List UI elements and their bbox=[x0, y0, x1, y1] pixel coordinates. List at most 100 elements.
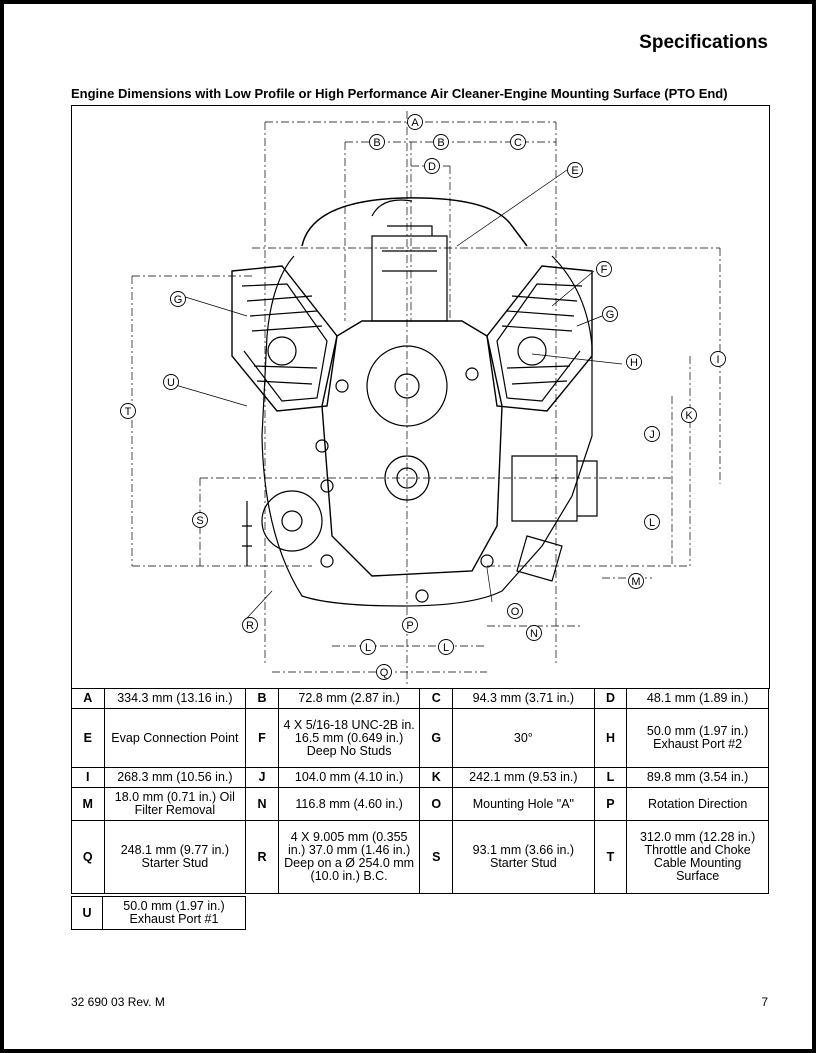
table-row: Q 248.1 mm (9.77 in.) Starter Stud R 4 X… bbox=[71, 820, 769, 894]
spec-key: D bbox=[593, 688, 628, 709]
spec-value: 72.8 mm (2.87 in.) bbox=[277, 688, 421, 709]
spec-value: 312.0 mm (12.28 in.) Throttle and Choke … bbox=[626, 820, 769, 894]
engine-line-drawing: A B B C D E F G G H I J K L L L M NO P Q R S T U bbox=[120, 111, 726, 686]
spec-key: F bbox=[245, 708, 279, 768]
callout-l: L bbox=[360, 639, 376, 655]
callout-h: H bbox=[626, 354, 642, 370]
spec-value: 89.8 mm (3.54 in.) bbox=[626, 767, 769, 788]
table-row: A 334.3 mm (13.16 in.) B 72.8 mm (2.87 i… bbox=[71, 688, 769, 709]
svg-text:N: N bbox=[530, 628, 538, 640]
section-title: Engine Dimensions with Low Profile or Hi… bbox=[71, 86, 728, 101]
callout-l: L bbox=[644, 514, 660, 530]
svg-text:G: G bbox=[174, 294, 183, 306]
callout-e: E bbox=[567, 162, 583, 178]
callout-o: O bbox=[507, 603, 523, 619]
spec-value: 93.1 mm (3.66 in.) Starter Stud bbox=[452, 820, 595, 894]
spec-value: 4 X 5/16-18 UNC-2B in. 16.5 mm (0.649 in… bbox=[277, 708, 421, 768]
spec-key: O bbox=[419, 787, 453, 821]
callout-r: R bbox=[242, 617, 258, 633]
spec-value: 104.0 mm (4.10 in.) bbox=[277, 767, 421, 788]
spec-key: T bbox=[593, 820, 628, 894]
spec-value: 248.1 mm (9.77 in.) Starter Stud bbox=[103, 820, 247, 894]
svg-text:H: H bbox=[630, 357, 638, 369]
svg-text:S: S bbox=[196, 515, 203, 527]
spec-value: Rotation Direction bbox=[626, 787, 769, 821]
svg-text:P: P bbox=[406, 620, 413, 632]
callout-t: T bbox=[120, 403, 136, 419]
spec-value: 18.0 mm (0.71 in.) Oil Filter Removal bbox=[103, 787, 247, 821]
spec-value: 268.3 mm (10.56 in.) bbox=[103, 767, 247, 788]
callout-u: U bbox=[163, 374, 179, 390]
spec-key: A bbox=[71, 688, 105, 709]
callout-m: M bbox=[628, 573, 644, 589]
document-number: 32 690 03 Rev. M bbox=[71, 995, 165, 1009]
spec-key: R bbox=[245, 820, 279, 894]
table-row: E Evap Connection Point F 4 X 5/16-18 UN… bbox=[71, 708, 769, 768]
svg-text:L: L bbox=[649, 517, 655, 529]
spec-value: 334.3 mm (13.16 in.) bbox=[103, 688, 247, 709]
spec-value: 48.1 mm (1.89 in.) bbox=[626, 688, 769, 709]
spec-value: Evap Connection Point bbox=[103, 708, 247, 768]
spec-key: H bbox=[593, 708, 628, 768]
spec-key: J bbox=[245, 767, 279, 788]
spec-key: Q bbox=[71, 820, 105, 894]
svg-text:F: F bbox=[601, 264, 608, 276]
spec-key: L bbox=[593, 767, 628, 788]
svg-text:I: I bbox=[716, 354, 719, 366]
spec-key: E bbox=[71, 708, 105, 768]
callout-n: N bbox=[526, 625, 542, 641]
spec-value: 94.3 mm (3.71 in.) bbox=[452, 688, 595, 709]
spec-table-extra: U 50.0 mm (1.97 in.) Exhaust Port #1 bbox=[71, 896, 246, 930]
spec-table: A 334.3 mm (13.16 in.) B 72.8 mm (2.87 i… bbox=[71, 688, 769, 894]
callout-k: K bbox=[681, 407, 697, 423]
svg-text:C: C bbox=[514, 137, 522, 149]
svg-text:G: G bbox=[606, 309, 615, 321]
spec-key: K bbox=[419, 767, 453, 788]
table-row: U 50.0 mm (1.97 in.) Exhaust Port #1 bbox=[71, 896, 246, 930]
callout-j: J bbox=[644, 426, 660, 442]
spec-value: 4 X 9.005 mm (0.355 in.) 37.0 mm (1.46 i… bbox=[277, 820, 421, 894]
spec-key: P bbox=[593, 787, 628, 821]
svg-text:T: T bbox=[125, 406, 132, 418]
svg-text:D: D bbox=[428, 161, 436, 173]
svg-text:O: O bbox=[511, 606, 520, 618]
callout-c: C bbox=[510, 134, 526, 150]
svg-text:L: L bbox=[365, 642, 371, 654]
svg-text:M: M bbox=[631, 576, 640, 588]
spec-key: N bbox=[245, 787, 279, 821]
table-row: M 18.0 mm (0.71 in.) Oil Filter Removal … bbox=[71, 787, 769, 821]
callout-d: D bbox=[424, 158, 440, 174]
spec-key: M bbox=[71, 787, 105, 821]
spec-value: 30° bbox=[452, 708, 595, 768]
callout-q: Q bbox=[376, 664, 392, 680]
svg-text:E: E bbox=[571, 165, 578, 177]
table-row: I 268.3 mm (10.56 in.) J 104.0 mm (4.10 … bbox=[71, 767, 769, 788]
callout-b: B bbox=[369, 134, 385, 150]
callout-b: B bbox=[433, 134, 449, 150]
spec-value: Mounting Hole "A" bbox=[452, 787, 595, 821]
callout-a: A bbox=[407, 114, 423, 130]
callout-s: S bbox=[192, 512, 208, 528]
page-title: Specifications bbox=[639, 32, 768, 53]
svg-text:A: A bbox=[411, 117, 419, 129]
spec-value: 50.0 mm (1.97 in.) Exhaust Port #1 bbox=[102, 896, 246, 930]
svg-text:Q: Q bbox=[380, 667, 389, 679]
svg-text:B: B bbox=[437, 137, 444, 149]
callout-f: F bbox=[596, 261, 612, 277]
spec-key: G bbox=[419, 708, 453, 768]
spec-value: 242.1 mm (9.53 in.) bbox=[452, 767, 595, 788]
spec-value: 116.8 mm (4.60 in.) bbox=[277, 787, 421, 821]
svg-text:R: R bbox=[246, 620, 254, 632]
spec-key: B bbox=[245, 688, 279, 709]
spec-value: 50.0 mm (1.97 in.) Exhaust Port #2 bbox=[626, 708, 769, 768]
callout-g: G bbox=[170, 291, 186, 307]
callout-g: G bbox=[602, 306, 618, 322]
spec-key: S bbox=[419, 820, 453, 894]
callout-p: P bbox=[402, 617, 418, 633]
callout-i: I bbox=[710, 351, 726, 367]
page-number: 7 bbox=[761, 995, 768, 1009]
svg-text:B: B bbox=[373, 137, 380, 149]
callout-l: L bbox=[438, 639, 454, 655]
svg-text:J: J bbox=[649, 429, 655, 441]
